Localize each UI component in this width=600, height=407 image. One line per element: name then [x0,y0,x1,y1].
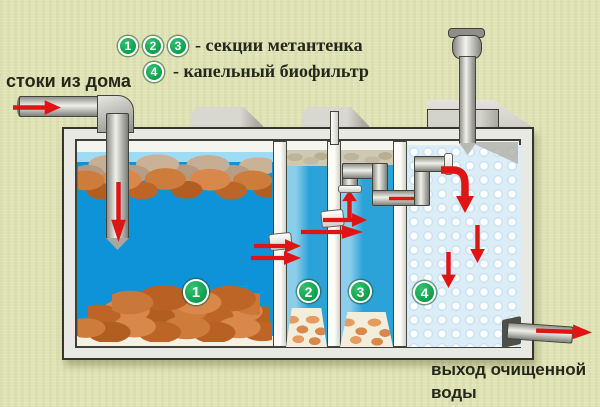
chamber-3-floor [340,312,393,347]
vent-cap [452,35,482,59]
legend-badge-1: 1 [118,35,138,56]
legend-sections-label: - секции метантенка [195,35,363,55]
chamber-4-badge: 4 [413,281,436,304]
legend-badge-2: 2 [143,35,163,56]
inlet-label: стоки из дома [6,71,131,91]
siphon-riser-mouth [338,185,362,193]
legend-biofilter-label: - капельный биофильтр [173,61,369,81]
biofilter-curve-arrow-icon [441,166,474,213]
vent-pipe [459,56,476,144]
outlet-label: выход очищенной воды [431,358,586,404]
wall-chamber-3-4 [393,141,407,347]
siphon-outlet-mouth [444,153,453,175]
wall-chamber-2-3 [327,141,341,347]
chamber-2-badge: 2 [297,280,320,303]
legend-row-sections: 1 2 3 - секции метантенка [118,35,363,56]
chamber-2-surface [287,150,327,168]
outlet-label-line1: выход очищенной [431,360,587,379]
chamber-3-badge: 3 [349,280,372,303]
wall-2-3-baffle [330,111,339,145]
legend-badge-3: 3 [168,35,188,56]
legend-row-biofilter: 4 - капельный биофильтр [144,61,369,82]
siphon-flow-arrow-icon [389,192,430,205]
legend-badge-4: 4 [144,61,164,82]
chamber-1-badge: 1 [183,279,209,305]
hatch-1 [191,107,263,129]
chamber-3-surface [341,150,393,167]
chamber-2-floor [286,308,327,347]
sediment-layer-bottom [78,314,272,342]
outlet-label-line2: воды [431,383,477,402]
